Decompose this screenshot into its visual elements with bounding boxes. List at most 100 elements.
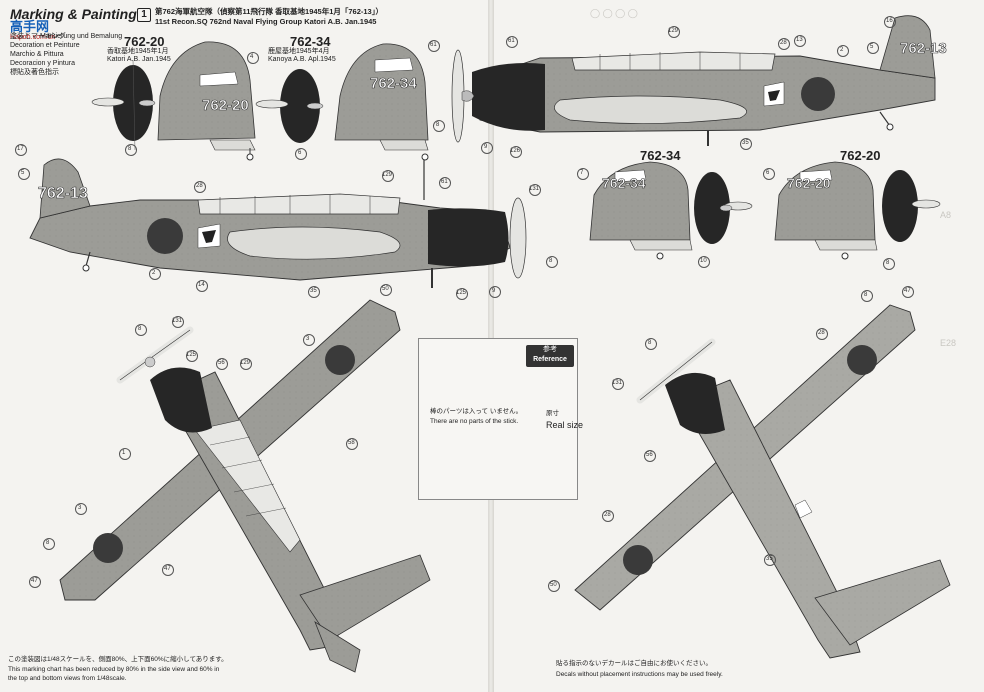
callout-number: 61: [428, 40, 440, 52]
callout-number: 8: [882, 258, 896, 270]
subtitle-cn: 標貼及著色指示: [10, 69, 59, 76]
callout-number: 17: [15, 144, 27, 156]
scale-note-jp: この塗装図は1/48スケールを、側面80%、上下面60%に縮小してあります。: [8, 656, 228, 663]
callout-number: 6: [294, 148, 308, 160]
scale-note-en: This marking chart has been reduced by 8…: [8, 666, 220, 673]
callout-number: 28: [194, 181, 206, 193]
tail-code-762-34-right: 762-34: [602, 175, 646, 191]
reference-badge: 参考 Reference: [526, 345, 574, 367]
callout-number: 129: [668, 26, 681, 38]
callout-number: 4: [246, 52, 260, 64]
stick-note-en: There are no parts of the stick.: [430, 418, 519, 425]
real-size-en: Real size: [546, 420, 584, 430]
callout-number: 2: [148, 268, 162, 280]
tail-code-762-13-left: 762-13: [38, 185, 88, 202]
callout-number: 28: [602, 510, 614, 522]
engine-762-34: [255, 69, 324, 143]
callout-number: 28: [816, 328, 828, 340]
callout-number: 13: [794, 35, 806, 47]
side-view-left: [29, 158, 527, 288]
ghost-text: ◯ ◯ ◯ ◯: [590, 8, 638, 18]
scheme-number-badge: 1: [137, 8, 151, 22]
tail-view-762-34: [334, 43, 429, 161]
unit-title-en: 11st Recon.SQ 762nd Naval Flying Group K…: [155, 17, 377, 26]
subtitle-fr: Decoration et Peinture: [10, 42, 80, 49]
callout-number: 61: [506, 36, 518, 48]
callout-number: 35: [740, 138, 752, 150]
engine-762-20: [91, 59, 156, 151]
callout-number: 3: [302, 334, 316, 346]
free-decal-note-en: Decals without placement instructions ma…: [556, 671, 723, 678]
callout-number: 5: [17, 168, 31, 180]
variant-code: 762-20: [840, 148, 881, 163]
free-decal-note-jp: 貼る指示のないデカールはご自由にお使いください。: [556, 660, 712, 667]
subtitle-it: Marchio & Pittura: [10, 51, 64, 58]
real-size-jp: 原寸: [546, 410, 559, 417]
variant-code: 762-34: [640, 148, 681, 163]
ghost-text: E28: [940, 338, 957, 348]
tail-view-762-34-right: [589, 161, 753, 260]
callout-number: 131: [529, 184, 542, 196]
callout-number: 5: [866, 42, 880, 54]
callout-number: 8: [134, 324, 148, 336]
variant-base-jp: 鹿屋基地1945年4月: [268, 48, 330, 55]
scale-note-en-2: the top and bottom views from 1/48scale.: [8, 675, 127, 682]
tail-code-762-20-right: 762-20: [787, 175, 831, 191]
bottom-view: [574, 304, 951, 659]
callout-number: 56: [216, 358, 228, 370]
top-view: [59, 299, 431, 673]
callout-number: 50: [548, 580, 560, 592]
tail-code-762-13: 762-13: [900, 40, 947, 57]
variant-base-en: Kanoya A.B. Apl.1945: [268, 56, 336, 63]
page-title: Marking & Painting: [10, 6, 137, 22]
callout-number: 129: [382, 170, 395, 182]
callout-number: 2: [836, 45, 850, 57]
callout-number: 56: [644, 450, 656, 462]
callout-number: 8: [644, 338, 658, 350]
callout-number: 47: [162, 564, 174, 576]
callout-number: 47: [29, 576, 41, 588]
callout-number: 8: [860, 290, 874, 302]
callout-number: 7: [576, 168, 590, 180]
ghost-text: A8: [940, 210, 952, 220]
callout-number: 129: [240, 358, 253, 370]
callout-number: 1: [118, 448, 132, 460]
callout-number: 8: [432, 120, 446, 132]
tail-view-762-20: [157, 41, 256, 161]
callout-number: 9: [488, 286, 502, 298]
variant-base-jp: 香取基地1945年1月: [107, 48, 169, 55]
callout-number: 8: [42, 538, 56, 550]
watermark-logo: 高手网 Hapoh.com.cn: [10, 19, 56, 41]
unit-title-jp: 第762海軍航空隊（偵察第11飛行隊 香取基地1945年1月「762-13」）: [155, 7, 383, 16]
tail-code-762-20: 762-20: [202, 97, 249, 114]
tail-view-762-20-right: [774, 161, 941, 260]
callout-number: 14: [196, 280, 208, 292]
callout-number: 61: [439, 177, 451, 189]
subtitle-de: Markierung und Bemalung: [40, 33, 123, 40]
callout-number: 35: [764, 554, 776, 566]
tail-code-762-34: 762-34: [370, 75, 417, 92]
callout-number: 9: [480, 142, 494, 154]
callout-number: 50: [380, 284, 392, 296]
callout-number: 125: [456, 288, 469, 300]
callout-number: 3: [74, 503, 88, 515]
variant-code: 762-34: [290, 34, 331, 49]
variant-base-en: Katori A.B. Jan.1945: [107, 56, 171, 63]
callout-number: 28: [778, 38, 790, 50]
callout-number: 131: [172, 316, 185, 328]
callout-number: 16: [884, 16, 896, 28]
subtitle-es: Decoracion y Pintura: [10, 60, 75, 67]
callout-number: 47: [902, 286, 914, 298]
callout-number: 8: [545, 256, 559, 268]
callout-number: 58: [346, 438, 358, 450]
subtitle-jp: 塗装とマーキング: [10, 33, 66, 40]
callout-number: 8: [124, 144, 138, 156]
callout-number: 125: [186, 350, 199, 362]
variant-code: 762-20: [124, 34, 165, 49]
stick-note-jp: 棒のパーツは入って いません。: [430, 408, 523, 415]
callout-number: 126: [510, 146, 523, 158]
callout-number: 35: [308, 286, 320, 298]
callout-number: 6: [762, 168, 776, 180]
